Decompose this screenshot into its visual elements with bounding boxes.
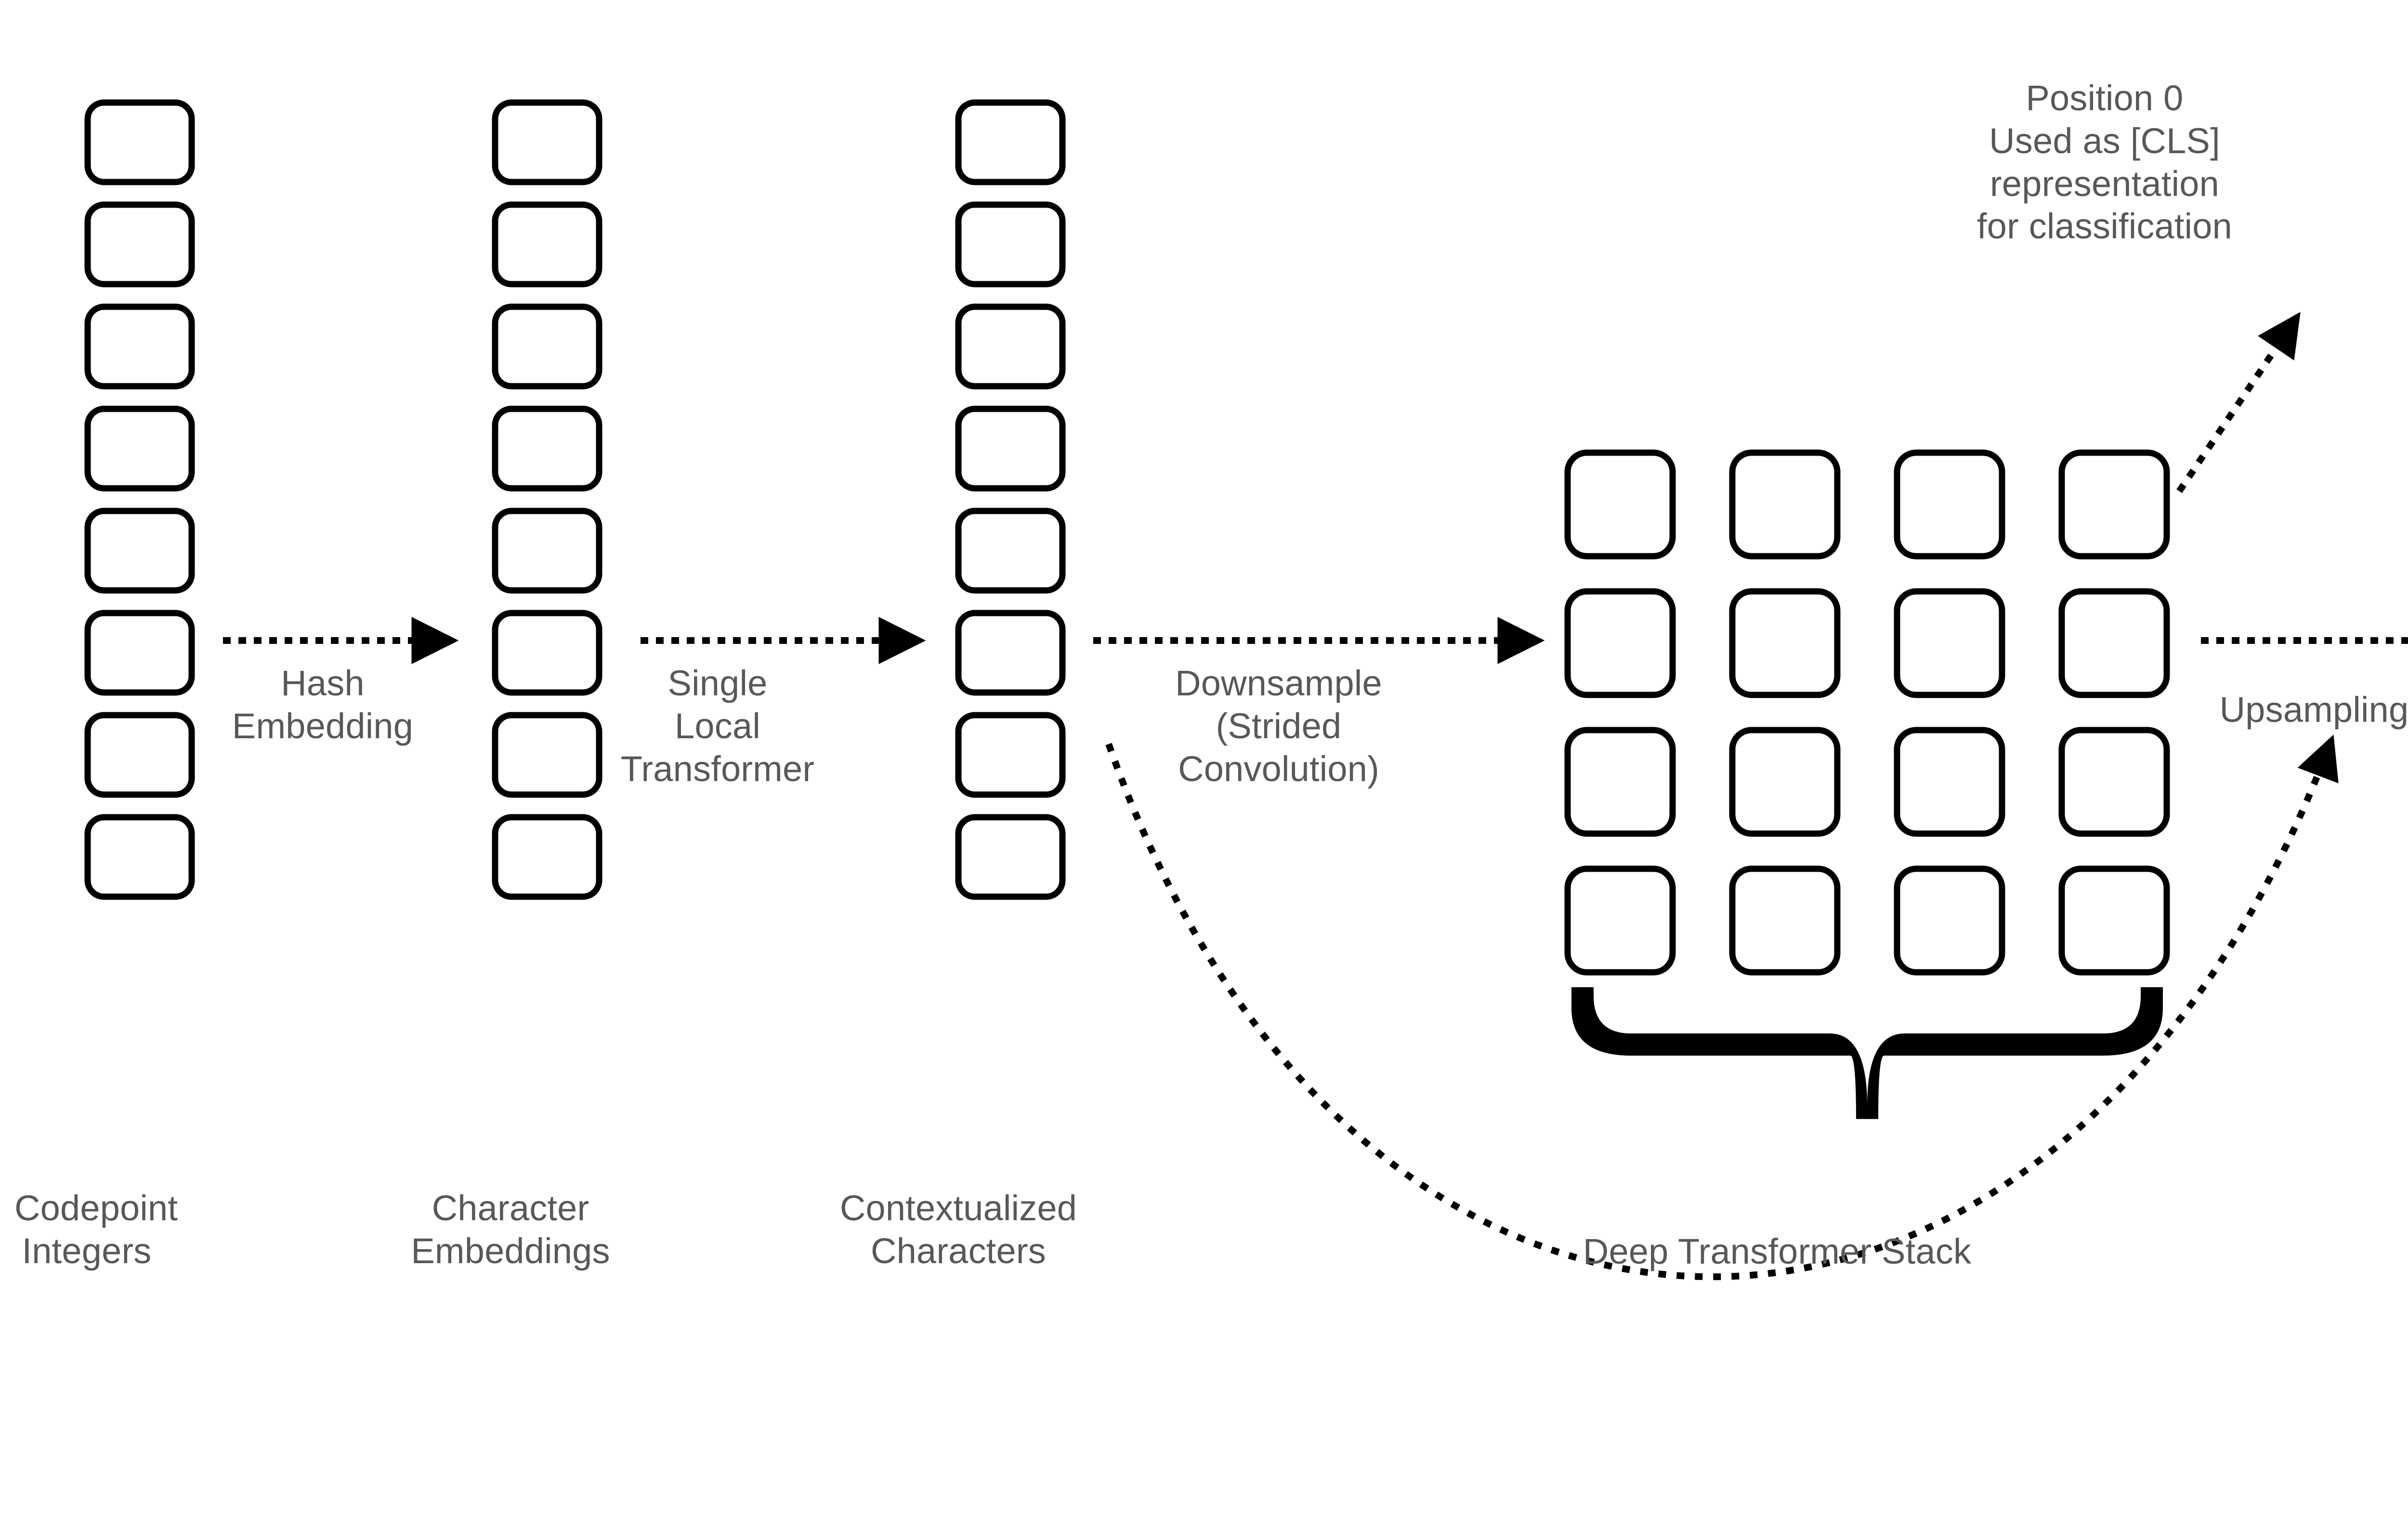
deep-transformer-stack-label: Deep Transformer Stack — [1583, 1231, 1972, 1271]
token-box — [492, 814, 602, 900]
arrow-label-downsample-strided-convolution: Downsample (Strided Convolution) — [1175, 663, 1382, 789]
transformer-grid-box — [1729, 865, 1841, 976]
transformer-grid-box — [1564, 588, 1676, 698]
token-box — [955, 814, 1066, 900]
token-box — [492, 201, 602, 288]
column-label-contextualized-characters: Contextualized Characters — [839, 1188, 1077, 1271]
token-box — [492, 508, 602, 594]
token-box — [955, 508, 1066, 594]
token-box — [492, 303, 602, 390]
arrows-layer — [223, 312, 2408, 1281]
token-box — [84, 303, 195, 390]
transformer-grid-box — [1894, 588, 2005, 698]
column-label-character-embeddings: Character Embeddings — [411, 1188, 610, 1271]
token-box — [84, 712, 195, 798]
transformer-grid-box — [1564, 865, 1676, 976]
token-box — [955, 303, 1066, 390]
transformer-grid-box — [2058, 865, 2170, 976]
token-box — [492, 712, 602, 798]
transformer-grid-box — [1894, 865, 2005, 976]
token-box — [955, 712, 1066, 798]
token-box — [492, 99, 602, 185]
transformer-grid-box — [1564, 449, 1676, 560]
token-box — [492, 405, 602, 492]
token-box — [84, 610, 195, 696]
token-box — [492, 610, 602, 696]
transformer-grid-box — [1729, 727, 1841, 837]
arrow-label-single-local-transformer: Single Local Transformer — [620, 663, 815, 789]
token-box — [84, 508, 195, 594]
transformer-grid-box — [1894, 449, 2005, 560]
deep-transformer-stack-brace — [1571, 987, 2163, 1119]
transformer-grid-box — [1564, 727, 1676, 837]
token-box — [955, 201, 1066, 288]
token-box — [955, 99, 1066, 185]
transformer-grid-box — [2058, 727, 2170, 837]
token-box — [84, 201, 195, 288]
column-label-codepoint-integers: Codepoint Integers — [14, 1188, 178, 1271]
cls-pointer-arrow — [2176, 312, 2301, 493]
arrow-label-hash-embedding: Hash Embedding — [232, 663, 414, 746]
transformer-grid-box — [1729, 449, 1841, 560]
transformer-grid-box — [1894, 727, 2005, 837]
token-box — [84, 814, 195, 900]
transformer-grid-box — [1729, 588, 1841, 698]
transformer-grid-box — [2058, 588, 2170, 698]
token-box — [84, 405, 195, 492]
token-box — [84, 99, 195, 185]
token-box — [955, 405, 1066, 492]
cls-position-annotation: Position 0 Used as [CLS] representation … — [1976, 78, 2233, 247]
arrow-label-upsampling: Upsampling — [2219, 690, 2408, 730]
transformer-grid-box — [2058, 449, 2170, 560]
brace-layer — [1571, 987, 2163, 1119]
token-boxes-layer — [84, 99, 2170, 976]
token-box — [955, 610, 1066, 696]
